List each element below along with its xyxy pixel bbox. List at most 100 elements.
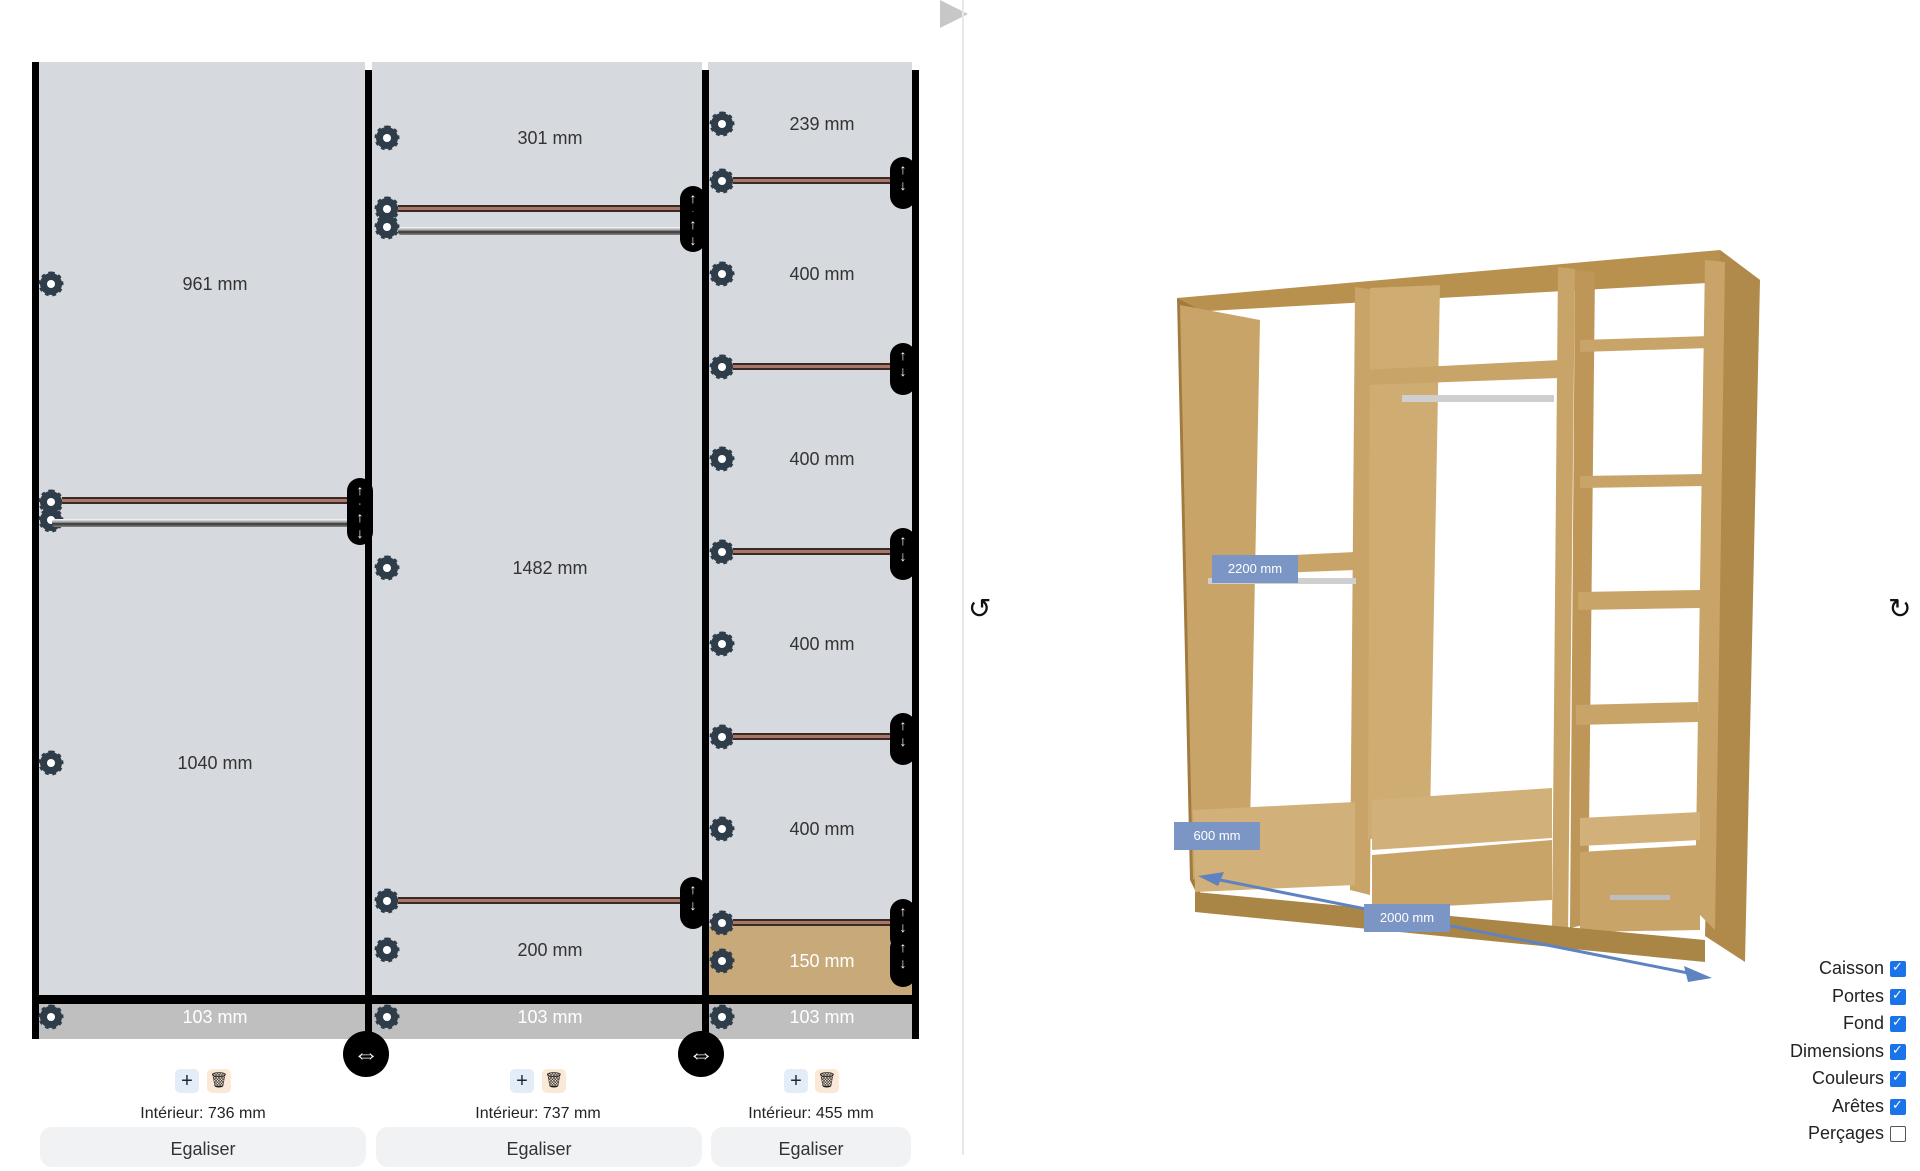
hanging-rod[interactable] bbox=[398, 227, 686, 235]
move-shelf-icon[interactable]: ↑↓ bbox=[890, 713, 916, 765]
interior-width-label: Intérieur: 737 mm bbox=[475, 1105, 601, 1122]
plinth-height-label: 103 mm bbox=[517, 1007, 583, 1027]
option-label: Couleurs bbox=[1811, 1068, 1884, 1088]
shelf[interactable] bbox=[733, 733, 897, 740]
bottom-panel[interactable] bbox=[32, 995, 919, 1004]
settings-gear-icon[interactable] bbox=[711, 726, 733, 748]
settings-gear-icon[interactable] bbox=[376, 127, 398, 149]
shelf[interactable] bbox=[398, 897, 686, 904]
settings-gear-icon[interactable] bbox=[711, 170, 733, 192]
settings-gear-icon[interactable] bbox=[711, 113, 733, 135]
settings-gear-icon[interactable] bbox=[376, 1006, 398, 1028]
move-shelf-icon[interactable]: ↑↓ bbox=[890, 343, 916, 395]
column-1-panel bbox=[38, 62, 365, 997]
section-height-label: 1040 mm bbox=[177, 753, 253, 773]
option-label: Portes bbox=[1831, 986, 1884, 1006]
section-height-label: 301 mm bbox=[517, 128, 583, 148]
section-height-label: 400 mm bbox=[789, 449, 855, 469]
section-height-label: 239 mm bbox=[789, 114, 855, 134]
portes-checkbox[interactable] bbox=[1890, 987, 1906, 1005]
rotate-right-icon[interactable]: ↻ bbox=[1888, 593, 1912, 624]
option-caisson[interactable]: Caisson bbox=[1819, 958, 1906, 979]
resize-divider-1-icon[interactable]: ⇔ bbox=[343, 1031, 389, 1077]
settings-gear-icon[interactable] bbox=[711, 950, 733, 972]
move-rod-icon[interactable]: ↑↓ bbox=[347, 505, 373, 545]
settings-gear-icon[interactable] bbox=[711, 818, 733, 840]
settings-gear-icon[interactable] bbox=[376, 939, 398, 961]
couleurs-checkbox[interactable] bbox=[1890, 1069, 1906, 1087]
option-dimensions[interactable]: Dimensions bbox=[1790, 1041, 1906, 1062]
percages-checkbox[interactable] bbox=[1890, 1125, 1906, 1142]
rotate-left-icon[interactable]: ↻ bbox=[968, 593, 992, 624]
dimensions-checkbox[interactable] bbox=[1890, 1042, 1906, 1060]
settings-gear-icon[interactable] bbox=[40, 752, 62, 774]
plinth-height-label: 103 mm bbox=[789, 1007, 855, 1027]
delete-element-button[interactable]: 🗑 bbox=[815, 1069, 839, 1093]
column-2-panel bbox=[372, 62, 702, 997]
interior-width-label: Intérieur: 736 mm bbox=[140, 1105, 266, 1122]
shelf[interactable] bbox=[733, 919, 897, 926]
interior-width-label: Intérieur: 455 mm bbox=[748, 1105, 874, 1122]
settings-gear-icon[interactable] bbox=[711, 1006, 733, 1028]
height-dimension-label: 2200 mm bbox=[1212, 555, 1298, 583]
drawer-section[interactable] bbox=[708, 926, 912, 997]
plinth-row bbox=[38, 1003, 912, 1039]
divider-1[interactable] bbox=[365, 70, 372, 1039]
settings-gear-icon[interactable] bbox=[376, 890, 398, 912]
equalize-button[interactable]: Egaliser bbox=[376, 1127, 702, 1167]
section-height-label: 400 mm bbox=[789, 264, 855, 284]
section-height-label: 200 mm bbox=[517, 940, 583, 960]
equalize-button[interactable]: Egaliser bbox=[40, 1127, 366, 1167]
move-drawer-icon[interactable]: ↑↓ bbox=[890, 935, 916, 987]
fond-checkbox[interactable] bbox=[1890, 1014, 1906, 1032]
option-couleurs[interactable]: Couleurs bbox=[1812, 1068, 1906, 1089]
section-height-label: 400 mm bbox=[789, 819, 855, 839]
shelf[interactable] bbox=[733, 363, 897, 370]
settings-gear-icon[interactable] bbox=[376, 216, 398, 238]
equalize-button[interactable]: Egaliser bbox=[711, 1127, 911, 1167]
plinth-height-label: 103 mm bbox=[182, 1007, 248, 1027]
add-element-button[interactable]: + bbox=[175, 1069, 199, 1093]
option-portes[interactable]: Portes bbox=[1832, 986, 1906, 1007]
resize-divider-2-icon[interactable]: ⇔ bbox=[678, 1031, 724, 1077]
move-shelf-icon[interactable]: ↑↓ bbox=[890, 157, 916, 209]
delete-element-button[interactable]: 🗑 bbox=[542, 1069, 566, 1093]
settings-gear-icon[interactable] bbox=[376, 557, 398, 579]
add-element-button[interactable]: + bbox=[510, 1069, 534, 1093]
divider-2[interactable] bbox=[702, 70, 709, 1039]
settings-gear-icon[interactable] bbox=[711, 541, 733, 563]
move-rod-icon[interactable]: ↑↓ bbox=[680, 212, 706, 252]
shelf[interactable] bbox=[733, 548, 897, 555]
option-aretes[interactable]: Arêtes bbox=[1832, 1096, 1906, 1117]
aretes-checkbox[interactable] bbox=[1890, 1097, 1906, 1115]
move-shelf-icon[interactable]: ↑↓ bbox=[680, 877, 706, 929]
column-3-panel bbox=[708, 62, 912, 997]
width-dimension-label: 2000 mm bbox=[1364, 904, 1450, 932]
shelf[interactable] bbox=[733, 177, 897, 184]
option-fond[interactable]: Fond bbox=[1843, 1013, 1906, 1034]
delete-element-button[interactable]: 🗑 bbox=[207, 1069, 231, 1093]
shelf[interactable] bbox=[398, 205, 686, 212]
section-height-label: 400 mm bbox=[789, 634, 855, 654]
settings-gear-icon[interactable] bbox=[40, 273, 62, 295]
option-label: Perçages bbox=[1807, 1123, 1884, 1143]
shelf[interactable] bbox=[62, 497, 352, 504]
settings-gear-icon[interactable] bbox=[711, 263, 733, 285]
wardrobe-render bbox=[1177, 250, 1760, 982]
pane-divider[interactable] bbox=[962, 0, 964, 1155]
settings-gear-icon[interactable] bbox=[711, 912, 733, 934]
settings-gear-icon[interactable] bbox=[40, 1006, 62, 1028]
option-label: Arêtes bbox=[1831, 1096, 1884, 1116]
depth-dimension-label: 600 mm bbox=[1174, 822, 1260, 850]
add-element-button[interactable]: + bbox=[784, 1069, 808, 1093]
hanging-rod[interactable] bbox=[52, 519, 352, 527]
option-percages[interactable]: Perçages bbox=[1808, 1123, 1906, 1144]
settings-gear-icon[interactable] bbox=[711, 448, 733, 470]
settings-gear-icon[interactable] bbox=[711, 356, 733, 378]
caisson-checkbox[interactable] bbox=[1890, 959, 1906, 977]
settings-gear-icon[interactable] bbox=[711, 633, 733, 655]
drawer-height-label: 150 mm bbox=[789, 951, 855, 971]
move-shelf-icon[interactable]: ↑↓ bbox=[890, 528, 916, 580]
section-height-label: 1482 mm bbox=[512, 558, 588, 578]
side-left[interactable] bbox=[32, 62, 39, 1039]
